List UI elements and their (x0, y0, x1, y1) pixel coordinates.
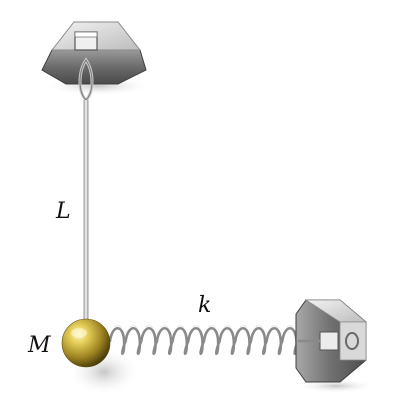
length-label: L (55, 199, 71, 224)
spring-constant-label: k (198, 293, 211, 318)
pendulum-string (83, 100, 89, 322)
wall-mount-icon (295, 299, 376, 393)
ceiling-mount-icon (41, 21, 152, 103)
mass-label: M (27, 333, 51, 358)
sphere-icon (61, 318, 140, 396)
spring (108, 325, 300, 356)
